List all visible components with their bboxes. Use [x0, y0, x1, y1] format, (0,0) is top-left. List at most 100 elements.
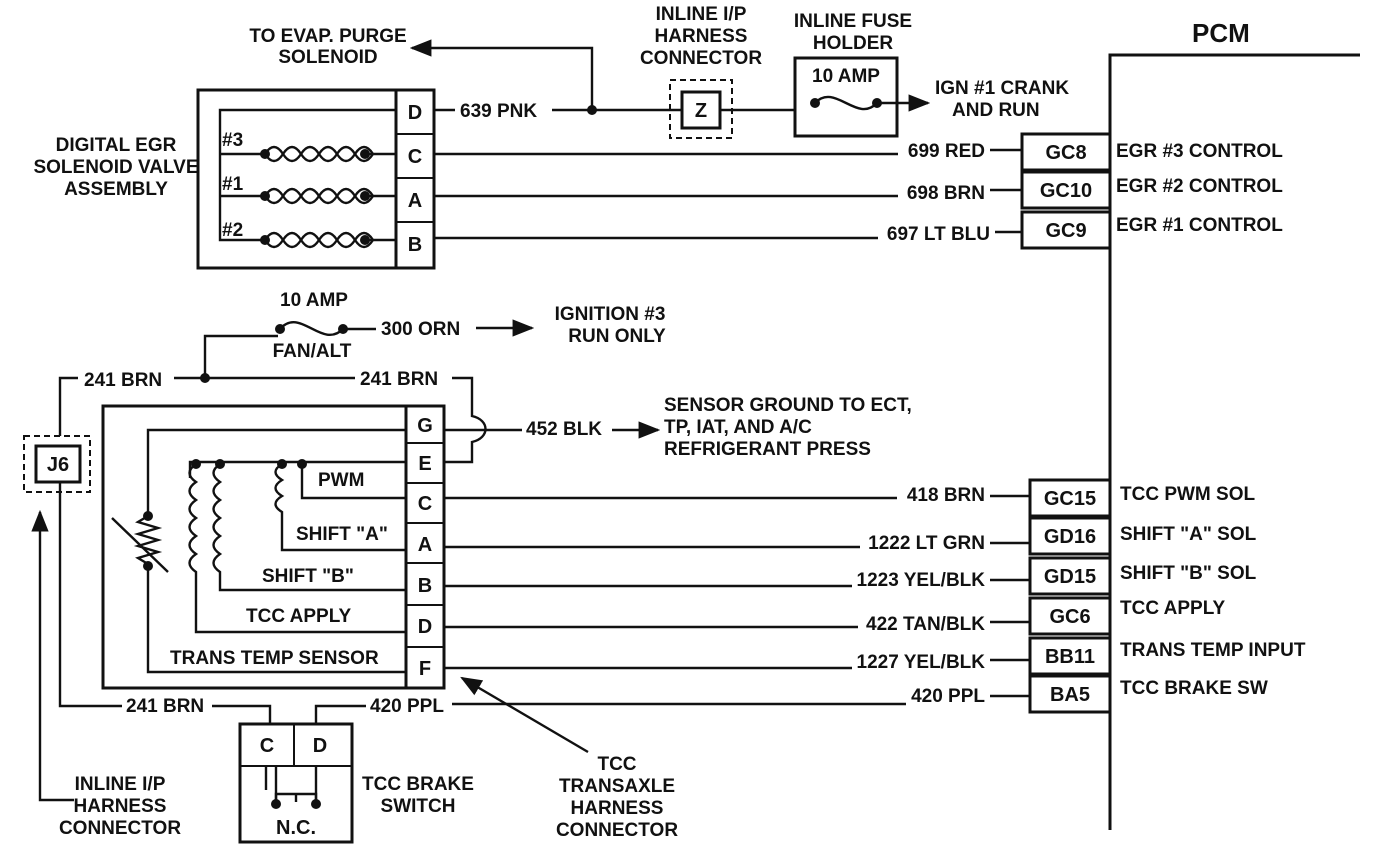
shift-b-coil — [212, 463, 406, 592]
inline-ip-bottom-line-3: CONNECTOR — [59, 818, 181, 839]
pcm-pin-gd16: GD16 — [1044, 526, 1096, 548]
pcm-pin-gc15: GC15 — [1044, 488, 1096, 510]
trans-connector: G E C A B D F PWM SHIFT "A" SHIFT "B" TC… — [101, 404, 446, 690]
ign1-line-2: AND RUN — [952, 100, 1040, 121]
pcm-pin-gd15: GD15 — [1044, 566, 1096, 588]
egr-coil-3: #3 — [222, 130, 396, 163]
trans-pin-g: G — [417, 415, 433, 437]
trans-pin-f: F — [419, 658, 431, 680]
pcm-label-tcc-apply: TCC APPLY — [1120, 598, 1226, 619]
pcm-pin-bb11: BB11 — [1045, 646, 1095, 668]
wire-1223-label: 1223 YEL/BLK — [857, 570, 986, 591]
sensor-ground-line-3: REFRIGERANT PRESS — [664, 439, 871, 460]
pin-j6: J6 — [47, 454, 69, 476]
coil-2-label: #2 — [222, 220, 243, 241]
trans-label-pwm: PWM — [318, 470, 364, 491]
trans-label-shift-a: SHIFT "A" — [296, 524, 388, 545]
tcc-connector-line-2: TRANSAXLE — [559, 776, 675, 797]
egr-title-1: DIGITAL EGR — [56, 135, 177, 156]
tcc-connector-line-1: TCC — [597, 754, 636, 775]
j6-dash — [23, 435, 91, 493]
fuse-fan-rating: 10 AMP — [280, 290, 348, 311]
inline-ip-top-line-3: CONNECTOR — [640, 48, 762, 69]
inline-ip-top-connector — [680, 90, 722, 130]
inline-ip-top-line-2: HARNESS — [655, 26, 748, 47]
ign3-line-2: RUN ONLY — [568, 326, 666, 347]
tcc-connector-line-3: HARNESS — [571, 798, 664, 819]
fuse-top-holder — [793, 56, 899, 138]
pcm-label-tcc-pwm: TCC PWM SOL — [1120, 484, 1255, 505]
pcm-label-egr2: EGR #2 CONTROL — [1116, 176, 1283, 197]
thermistor-icon — [111, 511, 406, 674]
pcm-title: PCM — [1192, 18, 1250, 48]
fuse-fan-element — [279, 321, 344, 336]
wire-300-label: 300 ORN — [381, 319, 460, 340]
wire-418-label: 418 BRN — [907, 485, 985, 506]
egr-coil-1: #1 — [222, 174, 396, 205]
tcc-apply-coil — [188, 463, 406, 634]
pcm-pins-lower: GC15 GD16 GD15 GC6 BB11 BA5 TCC PWM SOL … — [1028, 478, 1306, 714]
wire-1222-label: 1222 LT GRN — [868, 533, 985, 554]
pcm-label-tcc-brake: TCC BRAKE SW — [1120, 678, 1268, 699]
pwm-wire — [300, 464, 406, 500]
shift-a-coil — [274, 462, 406, 552]
trans-pin-a: A — [418, 534, 432, 556]
wire-699-label: 699 RED — [908, 141, 985, 162]
pcm-label-trans-temp: TRANS TEMP INPUT — [1120, 640, 1306, 661]
trans-label-tcc-apply: TCC APPLY — [246, 606, 352, 627]
j6-connector: J6 241 BRN — [23, 435, 272, 728]
wire-422-label: 422 TAN/BLK — [866, 614, 985, 635]
wire-639-label: 639 PNK — [460, 101, 537, 122]
fuse-top-element — [814, 95, 878, 111]
pcm-pin-gc10: GC10 — [1040, 180, 1092, 202]
trans-pin-e: E — [418, 453, 431, 475]
trans-pin-b: B — [418, 575, 432, 597]
pcm-label-egr3: EGR #3 CONTROL — [1116, 141, 1283, 162]
pcm-pin-ba5: BA5 — [1050, 684, 1090, 706]
fuse-top-rating: 10 AMP — [812, 66, 880, 87]
fuse-top-line-2: HOLDER — [813, 33, 894, 54]
pcm-label-shift-a: SHIFT "A" SOL — [1120, 524, 1257, 545]
tcc-connector-line-4: CONNECTOR — [556, 820, 678, 841]
trans-pin-block — [404, 404, 446, 690]
fan-alt-circuit: 10 AMP FAN/ALT 300 ORN IGNITION #3 RUN O… — [58, 290, 666, 464]
pcm-pin-gc6: GC6 — [1049, 606, 1090, 628]
ign3-line-1: IGNITION #3 — [555, 304, 666, 325]
evap-line-2: SOLENOID — [278, 47, 377, 68]
inline-ip-bottom-line-1: INLINE I/P — [75, 774, 166, 795]
wire-420a-label: 420 PPL — [370, 696, 444, 717]
top-circuit: 639 PNK TO EVAP. PURGE SOLENOID INLINE I… — [249, 4, 1069, 139]
trans-pin-c: C — [418, 493, 432, 515]
wire-452-label: 452 BLK — [526, 419, 602, 440]
bottom-labels: INLINE I/P HARNESS CONNECTOR TCC TRANSAX… — [31, 509, 678, 841]
wire-241a-label: 241 BRN — [84, 370, 162, 391]
trans-label-shift-b: SHIFT "B" — [262, 566, 354, 587]
sensor-ground-line-2: TP, IAT, AND A/C — [664, 417, 812, 438]
brake-pin-d: D — [313, 735, 327, 757]
egr-title-3: ASSEMBLY — [64, 179, 168, 200]
wire-697-label: 697 LT BLU — [887, 224, 990, 245]
egr-pin-a: A — [408, 190, 422, 212]
pin-z: Z — [695, 100, 707, 122]
tcc-brake-switch: C D N.C. TCC BRAKE SWITCH — [238, 722, 474, 844]
brake-label-1: TCC BRAKE — [362, 774, 474, 795]
ign1-line-1: IGN #1 CRANK — [935, 78, 1069, 99]
pcm-label-egr1: EGR #1 CONTROL — [1116, 215, 1283, 236]
pcm-label-shift-b: SHIFT "B" SOL — [1120, 563, 1257, 584]
wire-241c-label: 241 BRN — [126, 696, 204, 717]
wire-420b-label: 420 PPL — [911, 686, 985, 707]
pcm-pin-gc9: GC9 — [1045, 220, 1086, 242]
fuse-fan-name: FAN/ALT — [273, 341, 352, 362]
brake-label-2: SWITCH — [381, 796, 456, 817]
egr-pin-d: D — [408, 102, 422, 124]
egr-pcm-wires: 699 RED 698 BRN 697 LT BLU — [434, 141, 1022, 245]
evap-line-1: TO EVAP. PURGE — [249, 26, 406, 47]
coil-3-label: #3 — [222, 130, 243, 151]
coil-1-label: #1 — [222, 174, 244, 195]
trans-housing — [101, 404, 446, 690]
brake-state: N.C. — [276, 817, 316, 839]
egr-pin-b: B — [408, 234, 422, 256]
egr-valve-assembly: DIGITAL EGR SOLENOID VALVE ASSEMBLY D C … — [33, 88, 436, 270]
inline-ip-top-line-1: INLINE I/P — [656, 4, 747, 25]
